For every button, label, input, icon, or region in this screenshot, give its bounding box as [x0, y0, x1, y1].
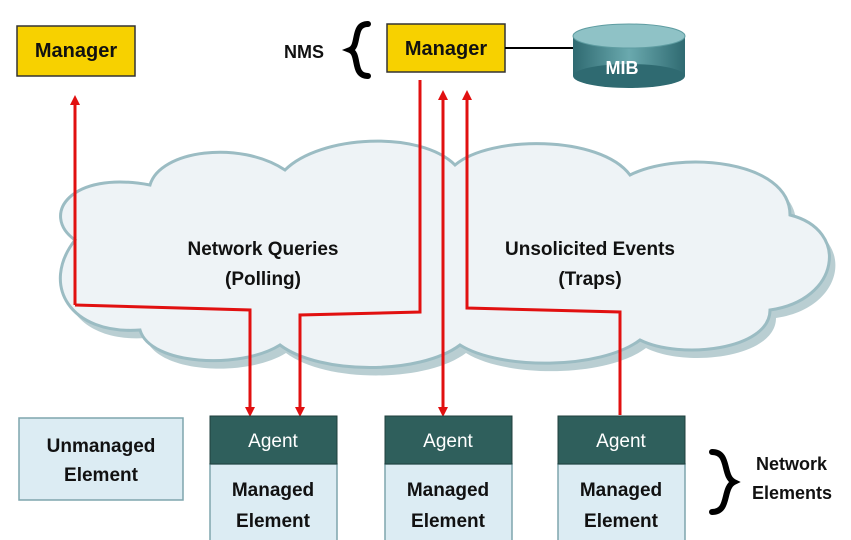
network-cloud [58, 139, 836, 376]
polling-arrow-to-agent-1a [74, 303, 255, 417]
trap-arrow-to-manager-right [462, 90, 622, 415]
manager-right: Manager [386, 23, 506, 73]
agent-element-1: Agent Managed Element [209, 415, 338, 540]
mib-database-icon: MIB [572, 23, 686, 88]
network-elements-brace [709, 449, 741, 515]
agent-2-line2: Element [411, 511, 486, 532]
arrows [70, 80, 622, 417]
agent-element-2: Agent Managed Element [384, 415, 513, 540]
unmanaged-element: Unmanaged Element [18, 417, 184, 501]
nms-brace [341, 21, 371, 79]
unmanaged-line2: Element [64, 465, 139, 486]
agent-1-header: Agent [248, 431, 298, 452]
manager-left-label: Manager [35, 40, 117, 62]
network-elements-line1: Network [756, 454, 828, 474]
polling-label-line2: (Polling) [225, 269, 301, 290]
agent-3-line1: Managed [580, 480, 662, 501]
polling-label-line1: Network Queries [188, 239, 339, 260]
manager-left: Manager [16, 25, 136, 77]
manager-right-label: Manager [405, 38, 487, 60]
network-elements-line2: Elements [752, 483, 832, 503]
agent-element-3: Agent Managed Element [557, 415, 686, 540]
mib-label: MIB [606, 58, 639, 78]
polling-arrow-to-agent-1b [295, 80, 422, 417]
unmanaged-line1: Unmanaged [47, 436, 156, 457]
agent-1-line2: Element [236, 511, 311, 532]
traps-label-line1: Unsolicited Events [505, 239, 675, 260]
traps-label-line2: (Traps) [558, 269, 621, 290]
agent-2-header: Agent [423, 431, 473, 452]
agent-3-header: Agent [596, 431, 646, 452]
nms-label: NMS [284, 42, 324, 62]
agent-3-line2: Element [584, 511, 659, 532]
agent-1-line1: Managed [232, 480, 314, 501]
agent-2-line1: Managed [407, 480, 489, 501]
